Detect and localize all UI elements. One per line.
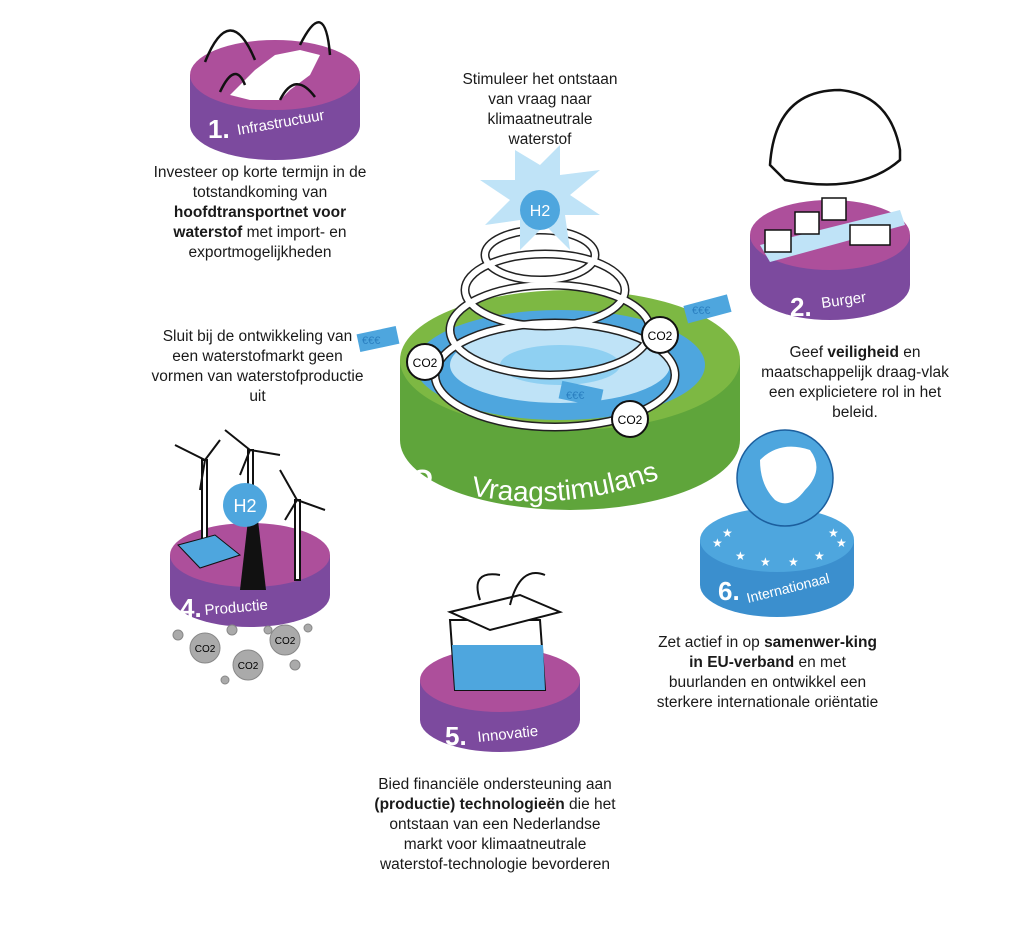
svg-text:★: ★ bbox=[814, 549, 825, 563]
description-bold: veiligheid bbox=[827, 344, 899, 361]
svg-text:★: ★ bbox=[760, 555, 771, 569]
co2-label: CO2 bbox=[648, 329, 673, 343]
price-tag: €€€ bbox=[566, 390, 584, 402]
pillar-number: 5. bbox=[445, 721, 467, 751]
h2-icon bbox=[223, 483, 267, 527]
co2-tag-right: €€€ CO2 bbox=[641, 294, 732, 354]
pillar-internationaal: ★★★★★★★★ 6. Internationaal bbox=[700, 429, 854, 617]
description-bold: hoofdtransportnet voor waterstof bbox=[173, 204, 347, 241]
description-text: en maatschappelijk draag-vlak een explic… bbox=[761, 344, 949, 421]
co2-label: CO2 bbox=[413, 356, 438, 370]
description-text: Bied financiële ondersteuning aan bbox=[378, 776, 612, 793]
description-text: met import- en exportmogelijkheden bbox=[188, 224, 347, 261]
innovatie-description: Bied financiële ondersteuning aan (produ… bbox=[370, 775, 620, 875]
h2-label: H2 bbox=[530, 203, 551, 220]
svg-text:★: ★ bbox=[735, 549, 746, 563]
pillar-number: 2. bbox=[790, 292, 812, 322]
description-bold: samenwer-king in EU-verband bbox=[689, 634, 877, 671]
co2-label: CO2 bbox=[618, 413, 643, 427]
helmet-icon bbox=[768, 88, 902, 186]
description-text: en met buurlanden en ontwikkel een sterk… bbox=[656, 654, 879, 711]
co2-tag-left: €€€ CO2 bbox=[356, 326, 444, 381]
solar-panel-icon bbox=[177, 534, 242, 569]
description-text: die het ontstaan van een Nederlandse mar… bbox=[379, 796, 616, 873]
svg-text:★: ★ bbox=[712, 536, 723, 550]
svg-text:★: ★ bbox=[828, 526, 839, 540]
infrastructuur-description: Investeer op korte termijn in de totstan… bbox=[140, 163, 380, 263]
internationaal-description: Zet actief in op samenwer-king in EU-ver… bbox=[650, 633, 885, 713]
description-text: Zet actief in op bbox=[658, 634, 765, 651]
pillar-innovatie: 5. Innovatie bbox=[420, 572, 580, 752]
co2-label: CO2 bbox=[238, 661, 259, 672]
pillar-vraagstimulans: H2 3. Vraagstimulans €€€ CO2 €€€ CO2 €€€… bbox=[356, 145, 740, 510]
co2-bubbles bbox=[172, 623, 313, 685]
svg-text:★: ★ bbox=[722, 526, 733, 540]
pillar-number: 1. bbox=[208, 114, 230, 144]
svg-text:★: ★ bbox=[788, 555, 799, 569]
pipeline-arcs-icon bbox=[203, 21, 332, 101]
description-bold: (productie) technologieën bbox=[374, 796, 565, 813]
pillar-number: 4. bbox=[180, 593, 202, 623]
pillar-number: 6. bbox=[718, 576, 740, 606]
svg-text:★: ★ bbox=[836, 536, 847, 550]
pillar-label: Productie bbox=[204, 597, 269, 619]
pillar-burger: 2. Burger bbox=[750, 88, 910, 322]
h2-label: H2 bbox=[233, 496, 256, 516]
eu-stars-icon: ★★★★★★★★ bbox=[712, 526, 847, 569]
burger-description: Geef veiligheid en maatschappelijk draag… bbox=[755, 343, 955, 423]
description-text: Investeer op korte termijn in de totstan… bbox=[153, 164, 367, 201]
pillar-label: Innovatie bbox=[477, 723, 539, 746]
center-description: Stimuleer het ontstaan van vraag naar kl… bbox=[462, 71, 618, 148]
pylon-icon bbox=[240, 520, 266, 590]
pillar-productie: H2 4. Productie CO2 CO2 CO2 bbox=[170, 429, 330, 685]
pillar-infrastructuur bbox=[190, 21, 360, 160]
co2-label: CO2 bbox=[195, 644, 216, 655]
co2-label: CO2 bbox=[275, 636, 296, 647]
pillar-number: 3. bbox=[410, 461, 447, 510]
co2-tag-bottom: €€€ CO2 bbox=[558, 380, 649, 438]
houses-icon bbox=[764, 197, 891, 253]
price-tag: €€€ bbox=[692, 305, 710, 317]
description-text: Geef bbox=[789, 344, 828, 361]
productie-description: Sluit bij de ontwikkeling van een waters… bbox=[151, 328, 364, 405]
netherlands-map-icon bbox=[230, 50, 320, 100]
h2-icon bbox=[520, 190, 560, 230]
pillar-label: Burger bbox=[820, 289, 867, 312]
price-tag: €€€ bbox=[362, 335, 380, 347]
